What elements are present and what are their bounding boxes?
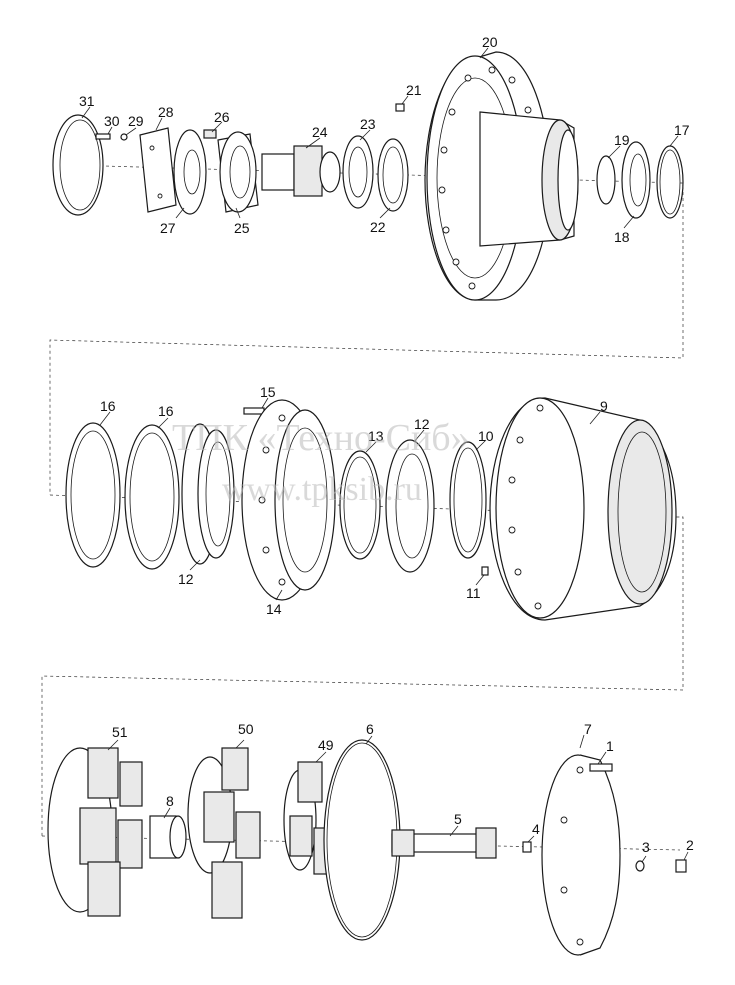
- part-5-sun-shaft: [391, 827, 497, 859]
- part-51-planet-carrier-1: [47, 747, 143, 917]
- watermark: ТПК «Техно-Сиб» www.tpksib.ru: [172, 417, 470, 508]
- part-50-planet-carrier-2: [187, 747, 261, 919]
- row-3-assembly: [41, 734, 689, 956]
- callout-20: 20: [482, 34, 498, 50]
- callout-11: 11: [466, 585, 481, 601]
- part-11-screw: [481, 566, 489, 576]
- callout-10: 10: [478, 428, 494, 444]
- part-29-washer: [120, 133, 128, 141]
- part-6-o-ring: [323, 739, 401, 941]
- callout-12-a: 12: [178, 571, 194, 587]
- callout-13: 13: [368, 428, 384, 444]
- part-12-bearing-b: [385, 439, 435, 573]
- part-16-seal-a: [65, 422, 121, 568]
- part-16-seal-b: [124, 424, 180, 570]
- part-15-pin: [243, 407, 265, 415]
- part-30-bolt: [95, 133, 111, 140]
- callout-labels: 31 30 29 28 26 24 23 21 20 19 17 27 25 2…: [79, 34, 694, 855]
- callout-19: 19: [614, 132, 630, 148]
- callout-27: 27: [160, 220, 176, 236]
- part-2-plug: [675, 859, 687, 873]
- part-22-ring: [377, 138, 409, 212]
- part-7-cover: [541, 754, 621, 956]
- part-4-thrust-button: [522, 841, 532, 853]
- part-8-bushing: [149, 815, 187, 859]
- callout-29: 29: [128, 113, 144, 129]
- callout-26: 26: [214, 109, 230, 125]
- watermark-url: www.tpksib.ru: [222, 471, 422, 508]
- part-1-pin: [589, 763, 613, 772]
- callout-21: 21: [406, 82, 422, 98]
- callout-15: 15: [260, 384, 276, 400]
- row-1-assembly: [52, 47, 684, 301]
- callout-17: 17: [674, 122, 690, 138]
- callout-18: 18: [614, 229, 630, 245]
- callout-16-b: 16: [158, 403, 174, 419]
- callout-25: 25: [234, 220, 250, 236]
- callout-16-a: 16: [100, 398, 116, 414]
- part-18-bearing: [621, 141, 651, 219]
- part-31-cover: [52, 114, 104, 216]
- part-12-bearing-a: [181, 423, 235, 565]
- callout-14: 14: [266, 601, 282, 617]
- callout-24: 24: [312, 124, 328, 140]
- part-3-washer: [635, 860, 645, 872]
- callout-23: 23: [360, 116, 376, 132]
- part-13-ring: [339, 450, 381, 560]
- callout-1: 1: [606, 738, 614, 754]
- callout-49: 49: [318, 737, 334, 753]
- part-21-plug: [395, 103, 405, 112]
- callout-7: 7: [584, 721, 592, 737]
- part-20-hub: [424, 51, 579, 301]
- part-19-ring: [596, 155, 616, 205]
- part-27-flange: [173, 129, 207, 215]
- callout-4: 4: [532, 821, 540, 837]
- callout-5: 5: [454, 811, 462, 827]
- callout-31: 31: [79, 93, 95, 109]
- callout-50: 50: [238, 721, 254, 737]
- callout-2: 2: [686, 837, 694, 853]
- callout-8: 8: [166, 793, 174, 809]
- callout-6: 6: [366, 721, 374, 737]
- callout-22: 22: [370, 219, 386, 235]
- callout-3: 3: [642, 839, 650, 855]
- watermark-company: ТПК «Техно-Сиб»: [172, 417, 470, 459]
- part-25-bearing-housing: [217, 131, 259, 213]
- callout-9: 9: [600, 398, 608, 414]
- part-14-flange: [241, 399, 336, 601]
- callout-12-b: 12: [414, 416, 430, 432]
- part-9-ring-gear-housing: [489, 397, 677, 621]
- callout-51: 51: [112, 724, 128, 740]
- connector-row-1-to-2: [49, 182, 684, 495]
- connector-row-2-to-3: [41, 516, 684, 836]
- callout-30: 30: [104, 113, 120, 129]
- callout-28: 28: [158, 104, 174, 120]
- part-26-spring: [203, 129, 217, 139]
- part-24-spline-shaft: [261, 145, 341, 197]
- row-2-assembly: [49, 397, 681, 621]
- part-17-retaining-ring: [656, 145, 684, 219]
- part-10-snap-ring: [449, 441, 487, 559]
- part-23-seal: [342, 135, 374, 209]
- hub-bolt-holes: [438, 66, 532, 290]
- part-28-plate: [139, 127, 177, 213]
